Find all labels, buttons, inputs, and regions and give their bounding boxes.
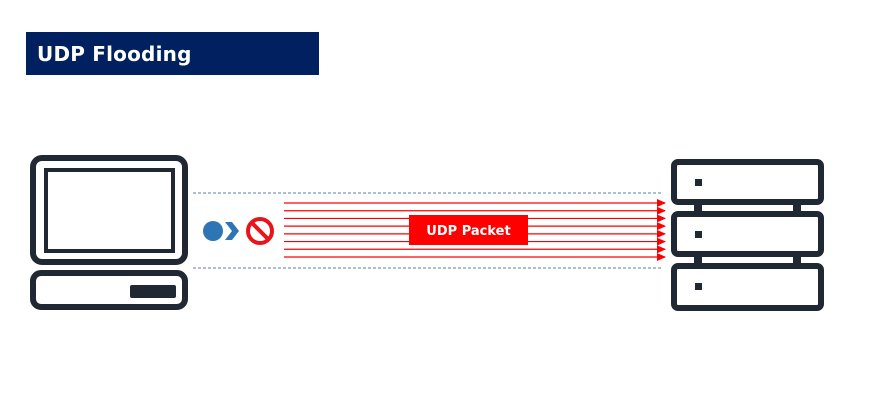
page-title: UDP Flooding xyxy=(37,41,192,66)
dot-chevron-icon xyxy=(203,221,239,241)
prohibited-icon xyxy=(246,217,274,245)
title-banner: UDP Flooding xyxy=(26,32,319,75)
udp-packet-box: UDP Packet xyxy=(409,215,528,245)
udp-packet-label: UDP Packet xyxy=(426,224,510,239)
laptop-icon xyxy=(30,155,188,310)
server-rack-icon xyxy=(671,159,824,311)
